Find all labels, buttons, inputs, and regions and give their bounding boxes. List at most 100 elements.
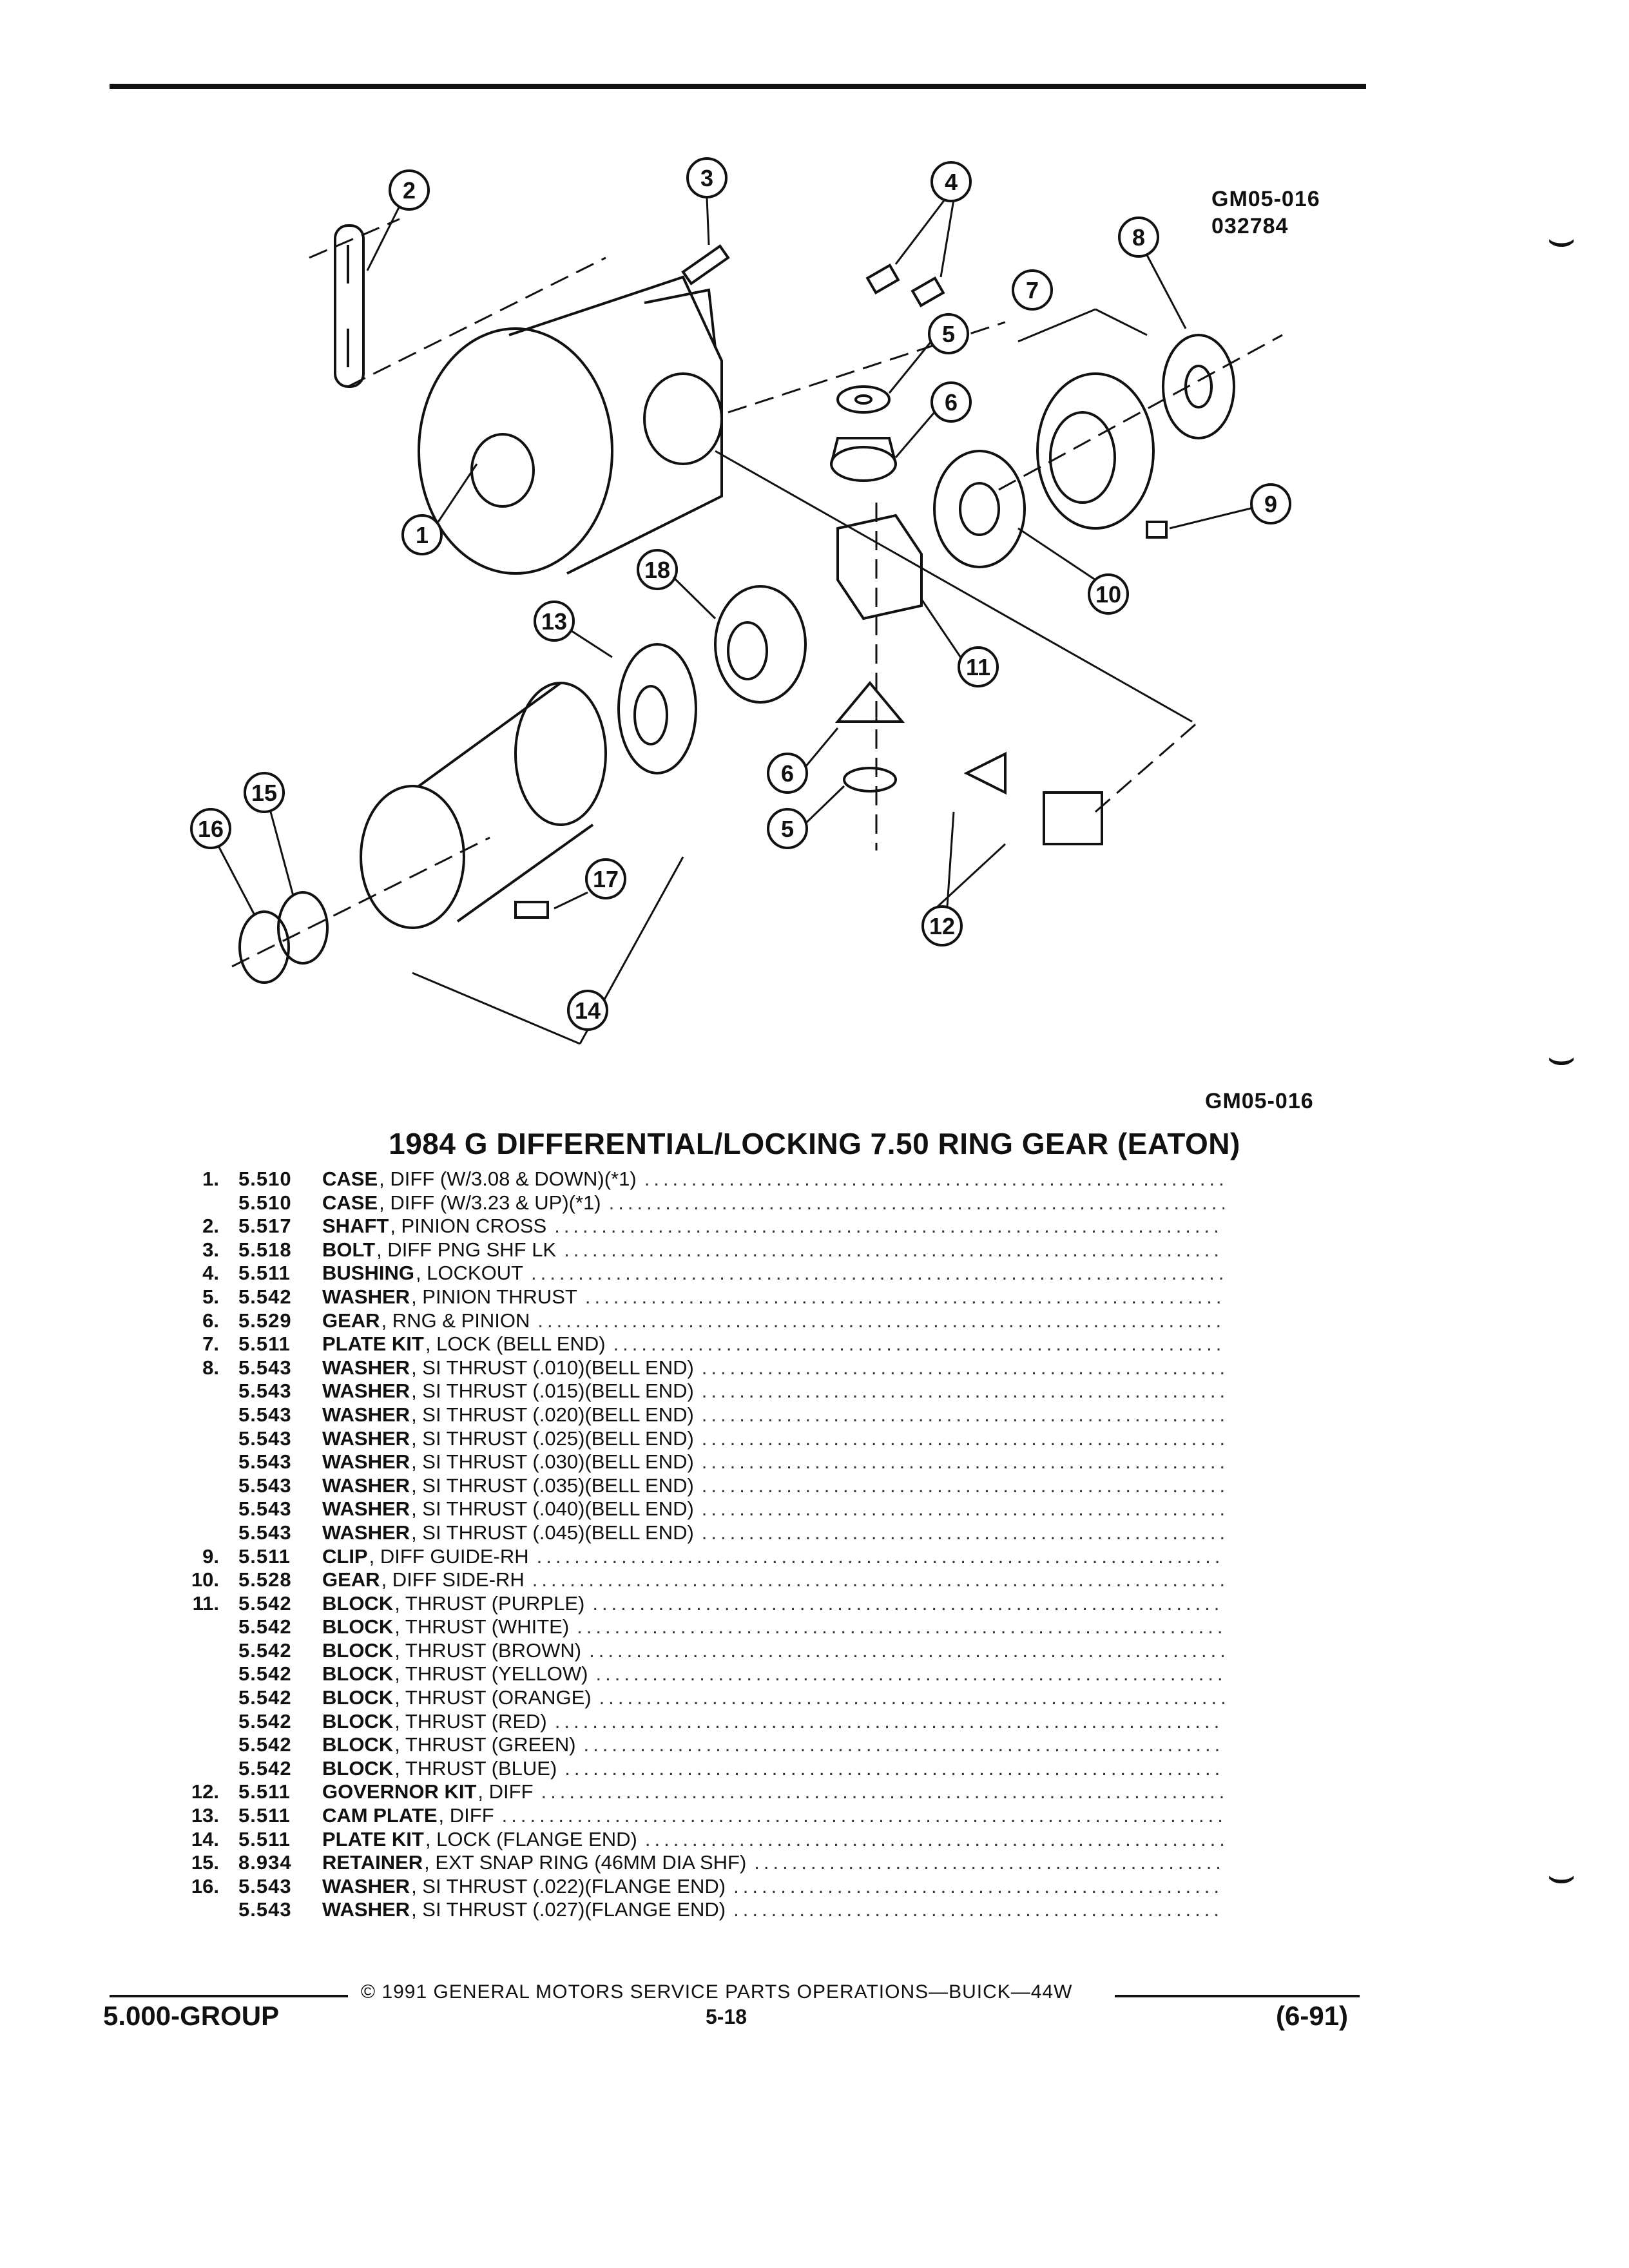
copyright-line: © 1991 GENERAL MOTORS SERVICE PARTS OPER… — [361, 1981, 1073, 2003]
item-number: 3. — [202, 1238, 219, 1261]
part-code: 8.934 — [238, 1851, 292, 1874]
callout-7: 7 — [1012, 269, 1053, 311]
part-code: 5.543 — [238, 1497, 292, 1521]
leader-dots: ........................................… — [501, 1804, 1224, 1827]
part-detail: , SI THRUST (.015)(BELL END) — [411, 1379, 694, 1403]
parts-list-row: 5.543 WASHER, SI THRUST (.040)(BELL END).… — [168, 1497, 1224, 1521]
leader-dots: ........................................… — [701, 1427, 1224, 1450]
part-detail: , SI THRUST (.027)(FLANGE END) — [411, 1898, 726, 1921]
part-code: 5.543 — [238, 1450, 292, 1474]
leader-dots: ........................................… — [595, 1662, 1224, 1686]
figure-date-code: 032784 — [1211, 214, 1289, 238]
leader-dots: ........................................… — [644, 1168, 1224, 1190]
part-description: WASHER, SI THRUST (.010)(BELL END)......… — [322, 1356, 1224, 1380]
item-number: 7. — [202, 1332, 219, 1356]
callout-16: 16 — [190, 808, 231, 849]
part-detail: , LOCK (FLANGE END) — [425, 1827, 637, 1850]
item-number: 10. — [191, 1568, 219, 1591]
part-name: GOVERNOR KIT — [322, 1780, 477, 1803]
part-detail: , THRUST (PURPLE) — [394, 1591, 585, 1615]
item-number: 1. — [202, 1168, 219, 1190]
callout-6a: 6 — [930, 381, 972, 423]
item-number: 13. — [191, 1804, 219, 1827]
part-code: 5.543 — [238, 1379, 292, 1403]
callout-14: 14 — [567, 990, 608, 1031]
part-detail: , SI THRUST (.035)(BELL END) — [411, 1474, 694, 1497]
part-detail: , THRUST (WHITE) — [394, 1615, 570, 1639]
exploded-diagram: 1 2 3 4 5 6 7 8 9 10 11 12 13 14 15 16 1… — [190, 157, 1291, 1045]
part-description: SHAFT, PINION CROSS.....................… — [322, 1215, 1224, 1238]
leader-dots: ........................................… — [701, 1497, 1224, 1521]
svg-text:17: 17 — [593, 866, 619, 892]
svg-text:5: 5 — [781, 816, 794, 842]
part-name: RETAINER — [322, 1851, 423, 1874]
leader-dots: ........................................… — [583, 1733, 1224, 1756]
svg-text:5: 5 — [942, 321, 955, 347]
item-number: 15. — [191, 1851, 219, 1874]
svg-text:1: 1 — [416, 522, 429, 548]
part-description: WASHER, SI THRUST (.035)(BELL END)......… — [322, 1474, 1224, 1498]
item-number: 9. — [202, 1544, 219, 1568]
part-detail: , SI THRUST (.025)(BELL END) — [411, 1427, 694, 1450]
part-code: 5.511 — [238, 1262, 291, 1285]
leader-dots: ........................................… — [536, 1544, 1224, 1568]
leader-dots: ........................................… — [564, 1238, 1224, 1261]
leader-dots: ........................................… — [541, 1780, 1224, 1803]
part-code: 5.511 — [238, 1827, 291, 1850]
page-title: 1984 G DIFFERENTIAL/LOCKING 7.50 RING GE… — [389, 1127, 1240, 1160]
part-code: 5.542 — [238, 1756, 292, 1780]
part-description: WASHER, SI THRUST (.025)(BELL END)......… — [322, 1427, 1224, 1451]
item-number: 11. — [192, 1591, 219, 1615]
callout-12: 12 — [921, 905, 963, 947]
callout-6b: 6 — [767, 753, 808, 794]
part-name: WASHER — [322, 1427, 410, 1450]
leader-dots: ........................................… — [701, 1403, 1224, 1426]
part-description: GOVERNOR KIT, DIFF......................… — [322, 1780, 1224, 1804]
part-description: WASHER, SI THRUST (.045)(BELL END)......… — [322, 1521, 1224, 1545]
item-number: 14. — [191, 1827, 219, 1850]
part-code: 5.511 — [238, 1804, 291, 1827]
part-detail: , SI THRUST (.045)(BELL END) — [411, 1521, 694, 1544]
part-detail: , DIFF — [477, 1780, 534, 1803]
part-description: WASHER, SI THRUST (.040)(BELL END)......… — [322, 1497, 1224, 1521]
part-name: WASHER — [322, 1874, 410, 1898]
part-detail: , DIFF PNG SHF LK — [376, 1238, 557, 1261]
margin-mark: ⌣ — [1547, 1850, 1577, 1900]
part-name: BLOCK — [322, 1686, 394, 1709]
leader-dots: ........................................… — [592, 1591, 1224, 1615]
part-detail: , THRUST (BROWN) — [394, 1639, 582, 1662]
part-detail: , SI THRUST (.020)(BELL END) — [411, 1403, 694, 1426]
part-detail: , THRUST (GREEN) — [394, 1733, 576, 1756]
part-detail: , EXT SNAP RING (46MM DIA SHF) — [424, 1851, 747, 1874]
part-detail: , DIFF SIDE-RH — [381, 1568, 525, 1591]
part-code: 5.543 — [238, 1356, 292, 1379]
callout-10: 10 — [1088, 573, 1129, 615]
leader-dots: ........................................… — [608, 1191, 1224, 1214]
svg-text:6: 6 — [945, 389, 958, 416]
svg-text:16: 16 — [198, 816, 224, 842]
part-name: WASHER — [322, 1450, 410, 1474]
part-code: 5.543 — [238, 1427, 292, 1450]
part-code: 5.542 — [238, 1709, 292, 1733]
part-name: BLOCK — [322, 1591, 394, 1615]
part-detail: , SI THRUST (.022)(FLANGE END) — [411, 1874, 726, 1898]
item-number: 8. — [202, 1356, 219, 1379]
part-name: BLOCK — [322, 1733, 394, 1756]
svg-text:12: 12 — [929, 913, 955, 939]
part-name: WASHER — [322, 1285, 410, 1308]
part-description: PLATE KIT, LOCK (FLANGE END)............… — [322, 1828, 1224, 1852]
part-detail: , THRUST (RED) — [394, 1709, 547, 1733]
